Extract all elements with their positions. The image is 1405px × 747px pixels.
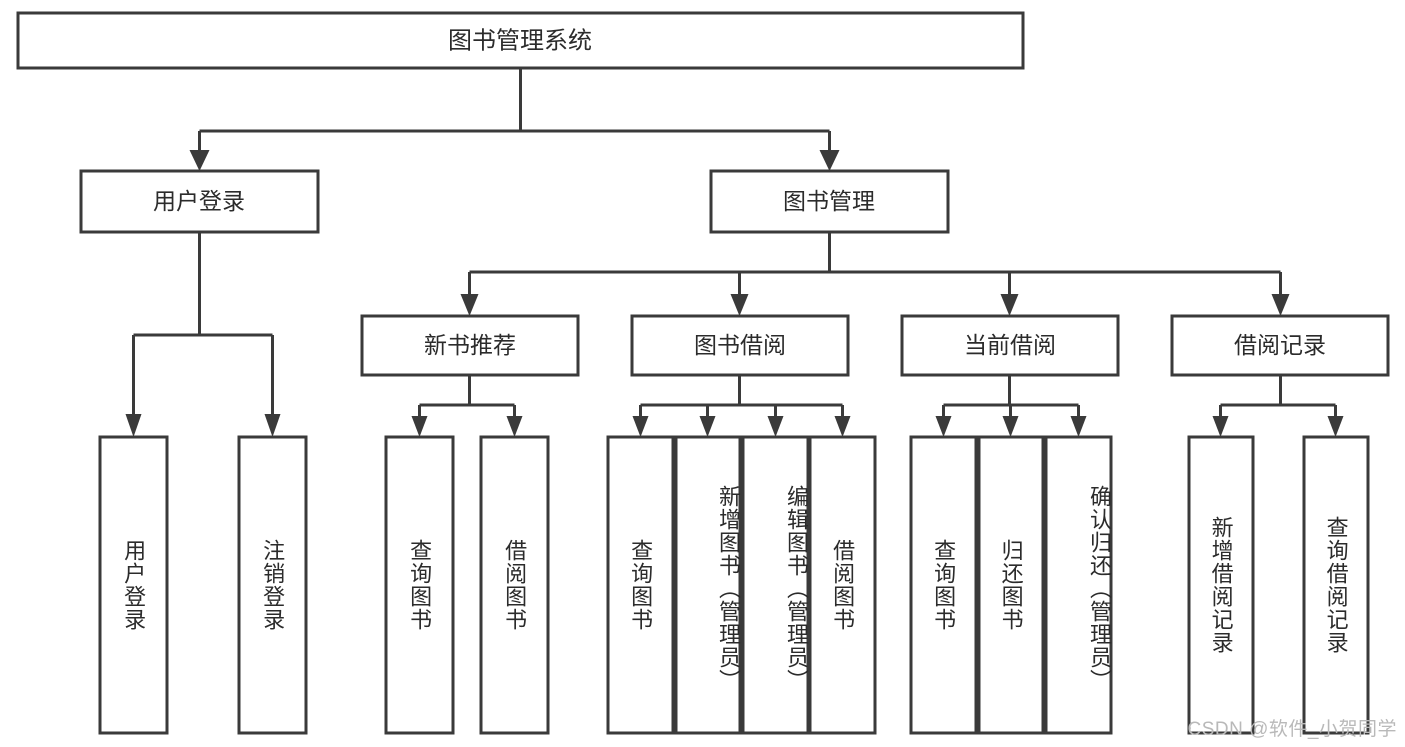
watermark-text: CSDN @软件_小贺同学 xyxy=(1187,719,1397,740)
leaf-box-user-login-2[interactable] xyxy=(237,435,308,735)
arrow-head-leaf-current-borrow-2 xyxy=(1002,416,1019,437)
arrow-head-book-mgmt xyxy=(819,150,840,171)
node-root-label: 图书管理系统 xyxy=(448,27,592,54)
connector-group-root xyxy=(189,68,840,171)
arrow-head-leaf-user-login-2 xyxy=(264,414,281,437)
arrow-head-user-login xyxy=(189,150,210,171)
node-new-book-label: 新书推荐 xyxy=(424,332,516,358)
node-current-borrow-label: 当前借阅 xyxy=(964,332,1056,358)
leaf-box-current-borrow-1[interactable] xyxy=(909,435,978,735)
arrow-head-leaf-book-borrow-1 xyxy=(632,416,649,437)
node-user-login-box[interactable] xyxy=(79,169,320,234)
arrow-head-leaf-book-borrow-2 xyxy=(699,416,716,437)
arrow-head-leaf-new-book-2 xyxy=(506,416,523,437)
arrow-head-leaf-book-borrow-3 xyxy=(767,416,784,437)
node-book-mgmt-label: 图书管理 xyxy=(783,188,875,214)
arrow-head-leaf-borrow-record-2 xyxy=(1327,416,1344,437)
node-book-borrow-box[interactable] xyxy=(630,314,850,377)
arrow-head-level3-1 xyxy=(460,294,479,316)
leaf-box-book-borrow-2[interactable] xyxy=(674,435,742,735)
connector-group-new-book xyxy=(411,375,523,437)
leaf-box-book-borrow-3[interactable] xyxy=(741,435,810,735)
leaf-box-current-borrow-2[interactable] xyxy=(977,435,1045,735)
leaf-box-borrow-record-2[interactable] xyxy=(1302,435,1370,735)
node-root-box[interactable] xyxy=(16,11,1025,70)
leaf-box-borrow-record-1[interactable] xyxy=(1187,435,1255,735)
arrow-head-leaf-current-borrow-3 xyxy=(1070,416,1087,437)
node-borrow-record-box[interactable] xyxy=(1170,314,1390,377)
connector-group-borrow-record xyxy=(1212,375,1344,437)
arrow-head-leaf-book-borrow-4 xyxy=(834,416,851,437)
node-book-borrow-label: 图书借阅 xyxy=(694,332,786,358)
leaf-box-new-book-2[interactable] xyxy=(479,435,550,735)
arrow-head-leaf-borrow-record-1 xyxy=(1212,416,1229,437)
node-current-borrow-box[interactable] xyxy=(900,314,1120,377)
leaf-box-new-book-1[interactable] xyxy=(384,435,455,735)
node-new-book-box[interactable] xyxy=(360,314,580,377)
arrow-head-leaf-user-login-1 xyxy=(125,414,142,437)
connector-group-current-borrow xyxy=(935,375,1087,437)
leaf-box-user-login-1[interactable] xyxy=(98,435,169,735)
connector-group-book-borrow xyxy=(632,375,851,437)
node-borrow-record-label: 借阅记录 xyxy=(1234,332,1326,358)
node-book-mgmt-box[interactable] xyxy=(709,169,950,234)
arrow-head-leaf-current-borrow-1 xyxy=(935,416,952,437)
connector-group-book-mgmt xyxy=(460,232,1290,316)
leaf-box-current-borrow-3[interactable] xyxy=(1044,435,1113,735)
node-user-login-label: 用户登录 xyxy=(153,188,245,214)
leaf-box-book-borrow-1[interactable] xyxy=(606,435,675,735)
arrow-head-level3-4 xyxy=(1271,294,1290,316)
arrow-head-leaf-new-book-1 xyxy=(411,416,428,437)
arrow-head-level3-2 xyxy=(730,294,749,316)
leaf-box-book-borrow-4[interactable] xyxy=(808,435,877,735)
arrow-head-level3-3 xyxy=(1000,294,1019,316)
connector-group-user-login xyxy=(125,232,281,437)
